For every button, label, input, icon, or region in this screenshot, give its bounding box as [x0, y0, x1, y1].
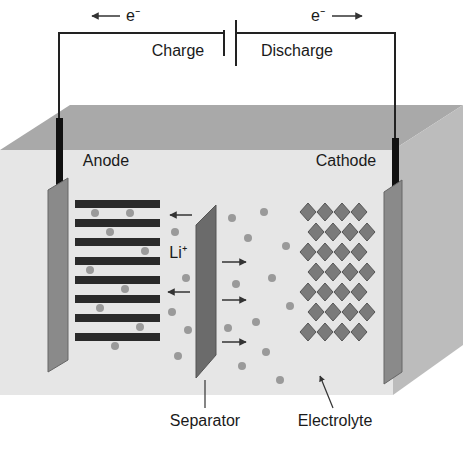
- cathode-crystal: [359, 263, 375, 281]
- electrode-label: Anode: [81, 152, 131, 170]
- ion-arrow: [222, 299, 246, 301]
- cathode-crystal: [342, 263, 358, 281]
- cathode-crystal: [342, 303, 358, 321]
- lithium-ion: [141, 247, 149, 255]
- lithium-ion: [184, 326, 192, 334]
- lithium-ion: [174, 352, 182, 360]
- lithium-ion: [121, 285, 129, 293]
- box-front: [0, 150, 393, 395]
- battery-long-plate: [235, 20, 237, 66]
- cathode-crystal: [308, 223, 324, 241]
- lithium-ion: [106, 228, 114, 236]
- cathode-crystal: [334, 203, 350, 221]
- cathode-crystal: [300, 243, 316, 261]
- lithium-ion: [86, 266, 94, 274]
- graphite-layer: [75, 257, 160, 265]
- electron-arrow: [92, 15, 120, 17]
- cathode-crystal: [351, 203, 367, 221]
- lithium-ions: [86, 208, 294, 384]
- lithium-ion: [238, 362, 246, 370]
- cathode-crystal: [300, 283, 316, 301]
- lithium-ion: [171, 228, 179, 236]
- cathode-crystal: [308, 303, 324, 321]
- lithium-ion: [282, 242, 290, 250]
- graphite-layer: [75, 200, 160, 208]
- cathode-crystal: [300, 323, 316, 341]
- graphite-layer: [75, 238, 160, 246]
- part-label: Separator: [168, 412, 242, 430]
- cathode-crystal: [308, 263, 324, 281]
- mode-label: Discharge: [259, 42, 335, 60]
- electron-label: e⁻: [124, 7, 142, 25]
- cathode-crystal: [317, 203, 333, 221]
- cathode-crystal: [300, 203, 316, 221]
- leader-line: [204, 380, 205, 408]
- ion-label: Li⁺: [167, 244, 188, 262]
- cathode-crystal: [325, 223, 341, 241]
- cathode-crystal: [334, 243, 350, 261]
- ion-arrow: [170, 214, 192, 216]
- electron-label: e⁻: [309, 7, 327, 25]
- lithium-ion: [262, 348, 270, 356]
- graphite-layers: [75, 200, 160, 341]
- cathode-crystal: [334, 323, 350, 341]
- lithium-ion: [276, 376, 284, 384]
- cathode-lattice: [300, 203, 375, 341]
- cathode-crystal: [359, 303, 375, 321]
- ion-arrow: [222, 341, 246, 343]
- lithium-ion: [224, 324, 232, 332]
- lithium-ion: [136, 323, 144, 331]
- lithium-ion: [91, 209, 99, 217]
- cathode-crystal: [334, 283, 350, 301]
- graphite-layer: [75, 333, 160, 341]
- battery-short-plate: [223, 30, 225, 56]
- graphite-layer: [75, 314, 160, 322]
- lithium-ion: [228, 214, 236, 222]
- cathode-crystal: [351, 243, 367, 261]
- lithium-ion: [244, 234, 252, 242]
- graphite-layer: [75, 219, 160, 227]
- lithium-ion: [232, 280, 240, 288]
- ion-arrow: [222, 261, 246, 263]
- separator-sheet: [196, 205, 216, 378]
- lithium-ion: [96, 304, 104, 312]
- box-side: [393, 105, 463, 395]
- wire: [59, 33, 224, 120]
- lithium-ion: [286, 302, 294, 310]
- cathode-crystal: [325, 263, 341, 281]
- cathode-crystal: [317, 283, 333, 301]
- graphite-layer: [75, 295, 160, 303]
- anode-plate: [48, 178, 68, 372]
- mode-label: Charge: [150, 42, 206, 60]
- lithium-ion: [126, 209, 134, 217]
- cathode-crystal: [351, 283, 367, 301]
- anode-terminal: [56, 118, 63, 190]
- lithium-ion: [182, 274, 190, 282]
- wire: [236, 33, 395, 140]
- electron-arrow: [332, 15, 362, 17]
- cathode-crystal: [359, 223, 375, 241]
- cathode-crystal: [351, 323, 367, 341]
- cathode-plate: [384, 180, 402, 384]
- electrode-label: Cathode: [314, 152, 379, 170]
- graphite-layer: [75, 276, 160, 284]
- cathode-crystal: [317, 323, 333, 341]
- cathode-crystal: [342, 223, 358, 241]
- part-label: Electrolyte: [296, 412, 375, 430]
- ion-arrow: [168, 291, 190, 293]
- leader-line: [320, 376, 333, 408]
- lithium-ion: [252, 318, 260, 326]
- lithium-ion: [260, 208, 268, 216]
- cathode-crystal: [317, 243, 333, 261]
- cathode-crystal: [325, 303, 341, 321]
- lithium-ion: [168, 308, 176, 316]
- lithium-ion: [111, 342, 119, 350]
- lithium-ion: [268, 274, 276, 282]
